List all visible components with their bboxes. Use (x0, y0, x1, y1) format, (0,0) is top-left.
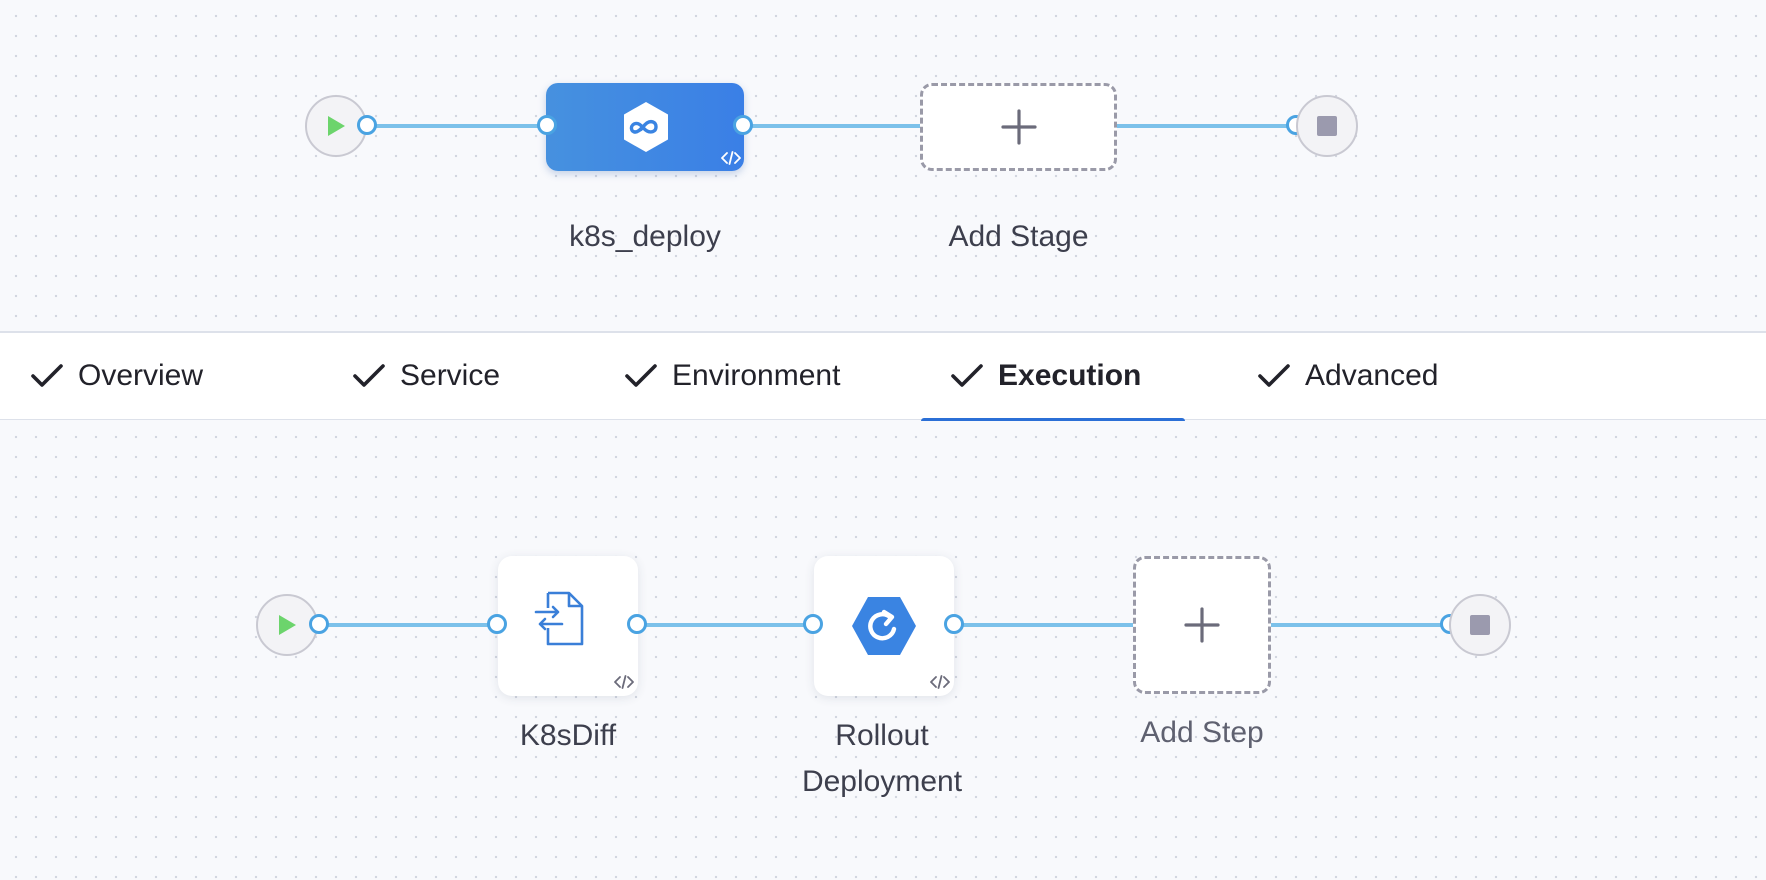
stage-output-port (733, 115, 753, 135)
code-icon[interactable] (721, 151, 741, 165)
stop-icon (1470, 615, 1490, 635)
tab-overview[interactable]: Overview (30, 333, 203, 419)
stage-tabs: Overview Service Environment Execution A… (0, 333, 1766, 423)
tab-label: Execution (998, 359, 1142, 392)
pipeline-start-node (305, 95, 367, 157)
tab-execution[interactable]: Execution (950, 333, 1141, 419)
step-label-line2: Deployment (801, 765, 963, 798)
code-icon[interactable] (614, 675, 634, 689)
add-stage-label: Add Stage (948, 220, 1089, 253)
rollout-icon (852, 597, 916, 655)
stage-label: k8s_deploy (569, 220, 721, 253)
tab-service[interactable]: Service (352, 333, 500, 419)
connector (638, 623, 814, 627)
connector (320, 623, 498, 627)
step-input-port (487, 614, 507, 634)
check-icon (31, 364, 63, 387)
connector (1271, 623, 1449, 627)
code-icon[interactable] (930, 675, 950, 689)
add-step-label: Add Step (1140, 716, 1264, 749)
tab-label: Service (400, 359, 501, 392)
add-step-button[interactable] (1133, 556, 1271, 694)
plus-icon (1184, 607, 1220, 643)
check-icon (625, 364, 657, 387)
connector (955, 623, 1133, 627)
connector (1117, 124, 1295, 128)
step-output-port (944, 614, 964, 634)
check-icon (1258, 364, 1290, 387)
connector (744, 124, 920, 128)
tab-label: Overview (78, 359, 204, 392)
step-node-rollout-deployment[interactable] (814, 556, 954, 696)
play-icon (279, 615, 296, 635)
execution-end-node (1449, 594, 1511, 656)
add-stage-button[interactable] (920, 83, 1117, 171)
pipeline-end-node (1296, 95, 1358, 157)
active-tab-indicator (921, 418, 1185, 423)
tab-advanced[interactable]: Advanced (1257, 333, 1438, 419)
tab-label: Advanced (1305, 359, 1439, 392)
plus-icon (1000, 109, 1037, 145)
connector (368, 124, 546, 128)
step-output-port (627, 614, 647, 634)
deployment-stage-icon (618, 99, 674, 155)
tab-label: Environment (672, 359, 841, 392)
step-label-line1: Rollout (835, 719, 929, 752)
check-icon (951, 364, 983, 387)
play-icon (328, 116, 345, 136)
step-node-k8sdiff[interactable] (498, 556, 638, 696)
stage-node-k8s-deploy[interactable] (546, 83, 744, 171)
pipeline-stage-canvas[interactable]: k8s_deploy Add Stage (0, 0, 1766, 333)
tab-environment[interactable]: Environment (624, 333, 840, 419)
start-port (357, 115, 377, 135)
file-diff-icon (534, 591, 584, 646)
check-icon (353, 364, 385, 387)
start-port (309, 614, 329, 634)
step-label: K8sDiff (519, 719, 617, 752)
stop-icon (1317, 116, 1337, 136)
stage-input-port (537, 115, 557, 135)
step-input-port (803, 614, 823, 634)
